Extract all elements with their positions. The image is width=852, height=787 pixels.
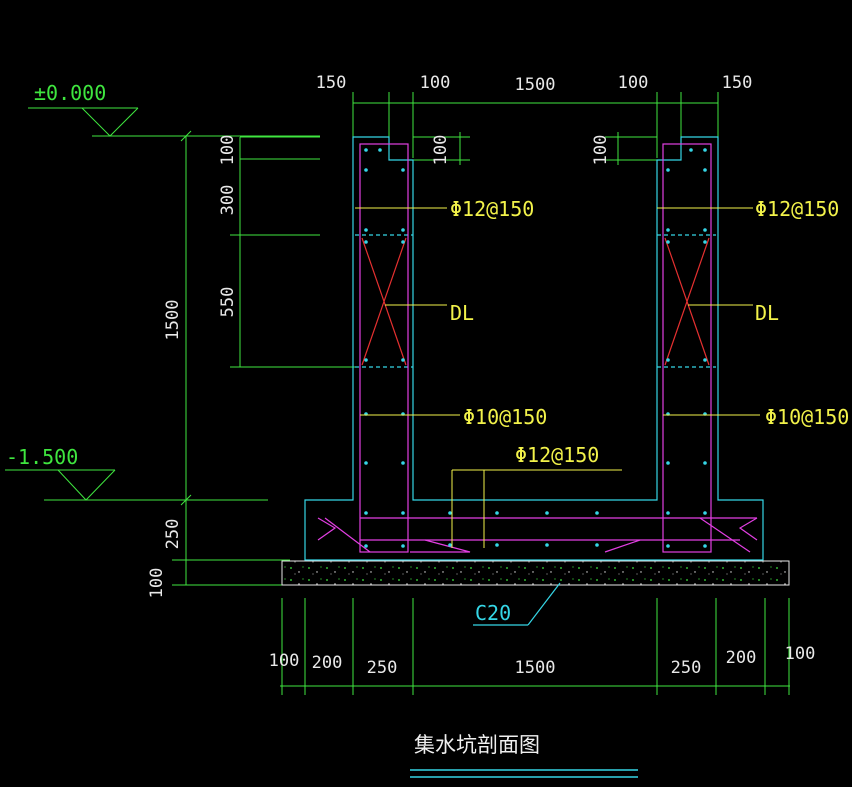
concrete-grade-label: C20 xyxy=(475,601,511,625)
bottom-horizontal-dims: 100 200 250 1500 250 200 100 xyxy=(269,598,816,695)
dim-550-text: 550 xyxy=(218,287,238,318)
beam-cross-left xyxy=(361,237,407,366)
dim-100-right-text: 100 xyxy=(618,73,649,93)
blinding-layer xyxy=(281,560,790,586)
dim-bottom-250-left: 250 xyxy=(367,658,398,678)
dim-150-right-text: 150 xyxy=(722,73,753,93)
beam-cross-right xyxy=(664,237,710,366)
top-horizontal-dims: 150 100 1500 100 150 xyxy=(316,73,753,158)
drawing-title: 集水坑剖面图 xyxy=(414,733,540,757)
rebar-leaders xyxy=(355,207,760,548)
dim-100-base-text: 100 xyxy=(147,568,167,599)
dim-300-text: 300 xyxy=(218,185,238,216)
dim-bottom-100-left: 100 xyxy=(269,651,300,671)
level-mark-bottom: -1.500 xyxy=(5,445,268,501)
dim-1500-top-text: 1500 xyxy=(515,75,556,95)
label-wall-left: Φ10@150 xyxy=(463,405,547,429)
dim-bottom-200-right: 200 xyxy=(726,648,757,668)
pit-outline xyxy=(304,136,764,561)
dim-100-left-text: 100 xyxy=(420,73,451,93)
dim-100-text: 100 xyxy=(218,135,238,166)
overall-height-dim: 1500 xyxy=(163,130,192,506)
rebar-dots xyxy=(364,148,707,548)
label-beam-right: DL xyxy=(755,301,779,325)
rebar-cage xyxy=(317,143,758,553)
base-vertical-dims: 250 100 xyxy=(147,500,290,598)
notch-dim-left-text: 100 xyxy=(431,135,451,166)
dim-250-text: 250 xyxy=(163,519,183,550)
dim-bottom-250-right: 250 xyxy=(671,658,702,678)
label-wall-top-right: Φ12@150 xyxy=(755,197,839,221)
dim-150-left-text: 150 xyxy=(316,73,347,93)
label-slab: Φ12@150 xyxy=(515,443,599,467)
notch-dims: 100 100 xyxy=(413,132,657,165)
dim-bottom-1500: 1500 xyxy=(515,658,556,678)
overall-height-text: 1500 xyxy=(163,300,183,341)
dim-bottom-200-left: 200 xyxy=(312,653,343,673)
level-top-text: ±0.000 xyxy=(34,81,106,105)
level-mark-top: ±0.000 xyxy=(28,81,320,137)
level-bottom-text: -1.500 xyxy=(6,445,78,469)
label-wall-right: Φ10@150 xyxy=(765,405,849,429)
wall-top-vertical-dims: 100 300 550 xyxy=(218,135,355,368)
dim-bottom-100-right: 100 xyxy=(785,644,816,664)
notch-dim-right-text: 100 xyxy=(591,135,611,166)
label-beam-left: DL xyxy=(450,301,474,325)
label-wall-top-left: Φ12@150 xyxy=(450,197,534,221)
c20-leader xyxy=(527,582,561,626)
